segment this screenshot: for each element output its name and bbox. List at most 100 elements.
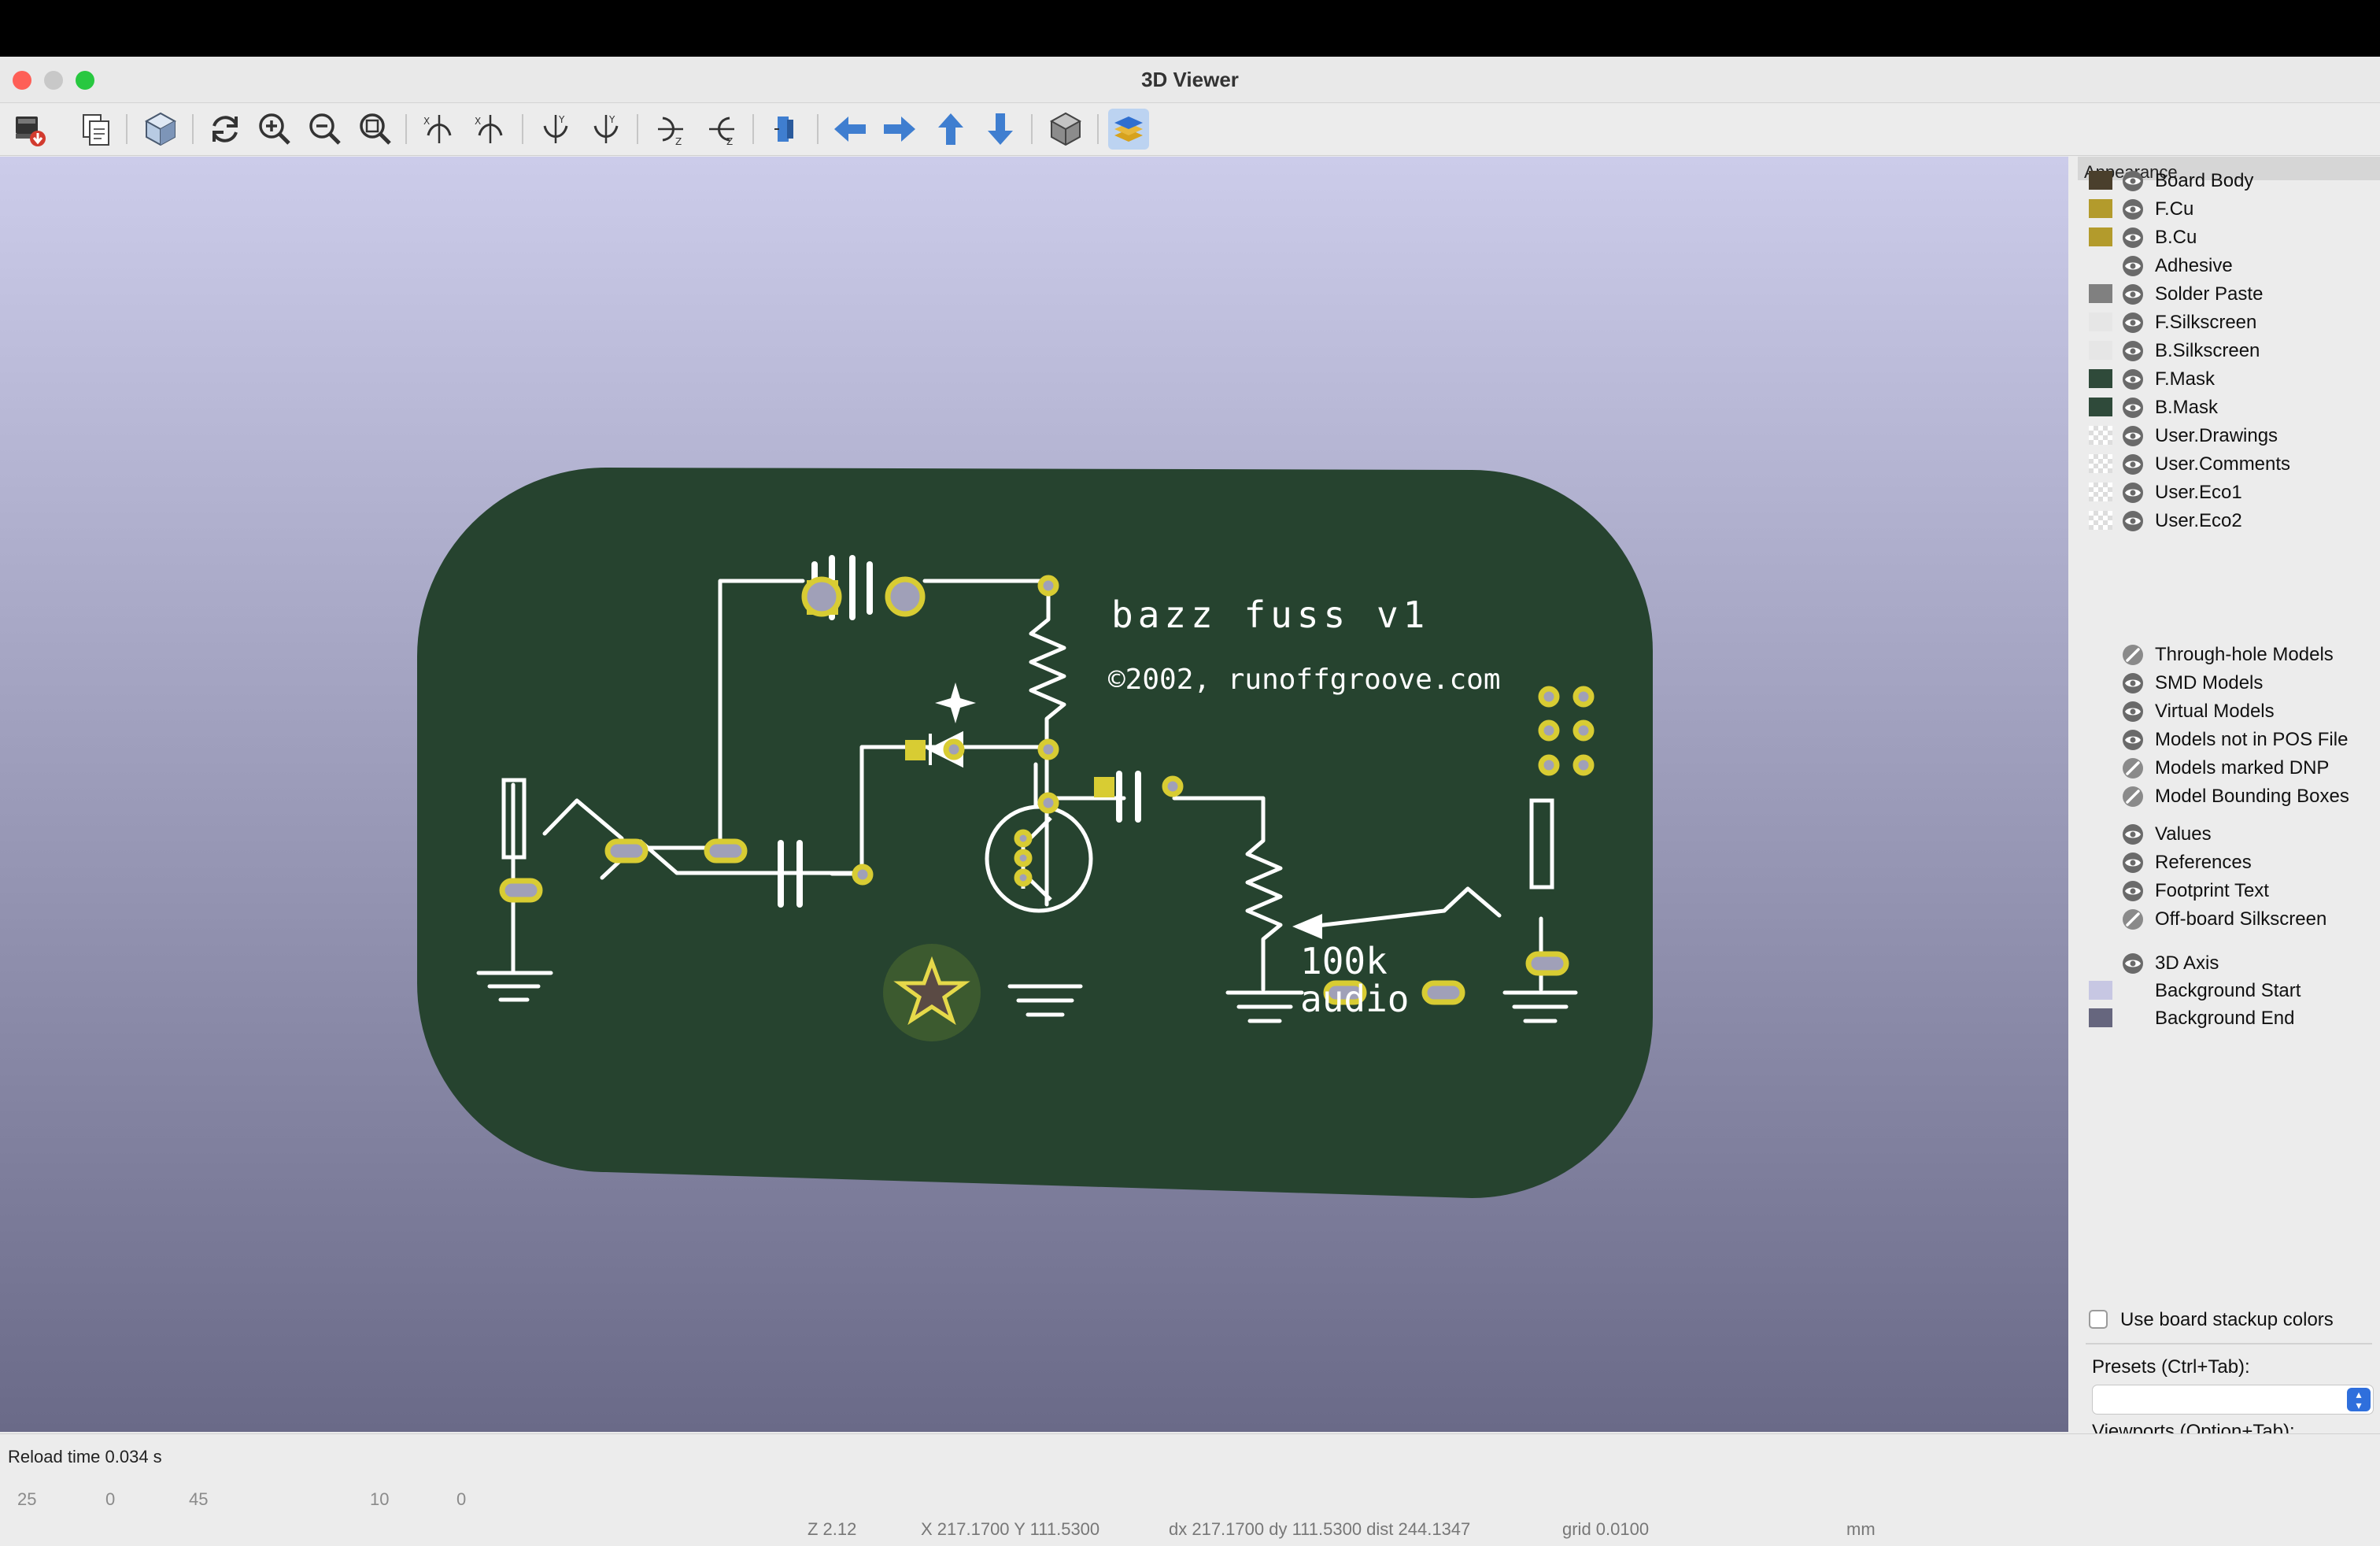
layer-label: Model Bounding Boxes — [2155, 786, 2349, 807]
refresh-icon[interactable] — [205, 109, 246, 150]
visibility-eye-icon[interactable] — [2120, 339, 2145, 363]
toolbar-separator — [1097, 114, 1099, 144]
layer-row-footprint-text[interactable]: Footprint Text — [2089, 877, 2380, 905]
layer-row-references[interactable]: References — [2089, 849, 2380, 877]
visibility-eye-icon[interactable] — [2120, 671, 2145, 695]
visibility-hidden-icon[interactable] — [2120, 785, 2145, 808]
visibility-eye-icon[interactable] — [2120, 368, 2145, 391]
layer-label: User.Eco2 — [2155, 510, 2242, 531]
flip-board-icon[interactable] — [765, 109, 806, 150]
layer-row-model-bounding-boxes[interactable]: Model Bounding Boxes — [2089, 782, 2380, 811]
layers-manager-icon[interactable] — [1108, 109, 1149, 150]
color-swatch[interactable] — [2089, 1008, 2112, 1027]
layer-row-f-silkscreen[interactable]: F.Silkscreen — [2089, 309, 2380, 337]
color-swatch[interactable] — [2089, 341, 2112, 360]
visibility-eye-icon[interactable] — [2120, 396, 2145, 420]
reload-board-icon[interactable] — [140, 109, 181, 150]
visibility-eye-icon[interactable] — [2120, 823, 2145, 846]
pan-up-icon[interactable] — [930, 109, 971, 150]
visibility-eye-icon[interactable] — [2120, 952, 2145, 975]
use-stackup-colors-row[interactable]: Use board stackup colors — [2089, 1306, 2380, 1334]
layer-label: B.Cu — [2155, 227, 2197, 248]
layer-row-board-body[interactable]: Board Body — [2089, 167, 2380, 195]
layer-row-solder-paste[interactable]: Solder Paste — [2089, 280, 2380, 309]
visibility-eye-icon[interactable] — [2120, 851, 2145, 875]
layer-row-f-cu[interactable]: F.Cu — [2089, 195, 2380, 224]
rotate-x-cw-icon[interactable]: X — [419, 109, 460, 150]
close-window-button[interactable] — [13, 71, 31, 90]
visibility-eye-icon[interactable] — [2120, 700, 2145, 723]
visibility-eye-icon[interactable] — [2120, 424, 2145, 448]
color-swatch[interactable] — [2089, 511, 2112, 530]
layer-label: B.Mask — [2155, 397, 2219, 418]
color-swatch[interactable] — [2089, 227, 2112, 246]
layer-row-through-hole-models[interactable]: Through-hole Models — [2089, 641, 2380, 669]
toolbar-separator — [817, 114, 819, 144]
rotate-z-cw-icon[interactable]: Z — [650, 109, 691, 150]
layer-row-user-comments[interactable]: User.Comments — [2089, 450, 2380, 479]
pan-down-icon[interactable] — [980, 109, 1021, 150]
presets-label: Presets (Ctrl+Tab): — [2092, 1356, 2250, 1378]
minimize-window-button[interactable] — [44, 71, 63, 90]
layer-row-adhesive[interactable]: Adhesive — [2089, 252, 2380, 280]
visibility-eye-icon[interactable] — [2120, 283, 2145, 306]
visibility-hidden-icon[interactable] — [2120, 643, 2145, 667]
color-swatch[interactable] — [2089, 398, 2112, 416]
layer-row-user-eco2[interactable]: User.Eco2 — [2089, 507, 2380, 535]
visibility-eye-icon[interactable] — [2120, 879, 2145, 903]
pan-left-icon[interactable] — [830, 109, 870, 150]
zoom-window-button[interactable] — [76, 71, 94, 90]
color-swatch[interactable] — [2089, 454, 2112, 473]
layer-row-f-mask[interactable]: F.Mask — [2089, 365, 2380, 394]
visibility-eye-icon[interactable] — [2120, 728, 2145, 752]
color-swatch[interactable] — [2089, 981, 2112, 1000]
export-icon[interactable] — [9, 109, 50, 150]
layer-row-off-board-silkscreen[interactable]: Off-board Silkscreen — [2089, 905, 2380, 934]
use-stackup-colors-checkbox[interactable] — [2089, 1310, 2108, 1329]
visibility-eye-icon[interactable] — [2120, 254, 2145, 278]
color-swatch[interactable] — [2089, 199, 2112, 218]
color-swatch[interactable] — [2089, 171, 2112, 190]
layer-row-models-not-in-pos-file[interactable]: Models not in POS File — [2089, 726, 2380, 754]
visibility-eye-icon[interactable] — [2120, 311, 2145, 335]
layer-row-values[interactable]: Values — [2089, 820, 2380, 849]
layer-label: Models not in POS File — [2155, 729, 2349, 750]
zoom-out-icon[interactable] — [305, 109, 346, 150]
zoom-in-icon[interactable] — [254, 109, 295, 150]
copy-icon[interactable] — [76, 109, 116, 150]
color-swatch[interactable] — [2089, 313, 2112, 331]
layer-row-virtual-models[interactable]: Virtual Models — [2089, 697, 2380, 726]
rotate-y-cw-icon[interactable]: Y — [535, 109, 576, 150]
layer-row-b-silkscreen[interactable]: B.Silkscreen — [2089, 337, 2380, 365]
layer-row-models-marked-dnp[interactable]: Models marked DNP — [2089, 754, 2380, 782]
visibility-hidden-icon[interactable] — [2120, 908, 2145, 931]
layer-row-b-cu[interactable]: B.Cu — [2089, 224, 2380, 252]
rotate-z-ccw-icon[interactable]: Z — [701, 109, 742, 150]
rotate-x-ccw-icon[interactable]: X — [470, 109, 511, 150]
visibility-eye-icon[interactable] — [2120, 198, 2145, 221]
color-swatch[interactable] — [2089, 284, 2112, 303]
visibility-eye-icon[interactable] — [2120, 453, 2145, 476]
layer-row-user-drawings[interactable]: User.Drawings — [2089, 422, 2380, 450]
layer-row-background-start[interactable]: Background Start — [2089, 977, 2380, 1005]
layer-row-background-end[interactable]: Background End — [2089, 1004, 2380, 1033]
layer-row-user-eco1[interactable]: User.Eco1 — [2089, 479, 2380, 507]
layer-row-b-mask[interactable]: B.Mask — [2089, 394, 2380, 422]
pan-right-icon[interactable] — [879, 109, 920, 150]
layer-row-3d-axis[interactable]: 3D Axis — [2089, 949, 2380, 978]
visibility-hidden-icon[interactable] — [2120, 756, 2145, 780]
scale-number: 45 — [189, 1489, 209, 1509]
visibility-eye-icon[interactable] — [2120, 481, 2145, 505]
visibility-eye-icon[interactable] — [2120, 169, 2145, 193]
3d-viewport[interactable]: bazz fuss v1 ©2002, runoffgroove.com 100… — [0, 157, 2068, 1432]
visibility-eye-icon[interactable] — [2120, 226, 2145, 250]
color-swatch[interactable] — [2089, 426, 2112, 445]
visibility-eye-icon[interactable] — [2120, 509, 2145, 533]
color-swatch[interactable] — [2089, 369, 2112, 388]
rotate-y-ccw-icon[interactable]: Y — [586, 109, 626, 150]
zoom-fit-icon[interactable] — [355, 109, 396, 150]
color-swatch[interactable] — [2089, 483, 2112, 501]
presets-select[interactable]: ▴▾ — [2092, 1385, 2374, 1415]
orthographic-icon[interactable] — [1045, 109, 1086, 150]
layer-row-smd-models[interactable]: SMD Models — [2089, 669, 2380, 697]
